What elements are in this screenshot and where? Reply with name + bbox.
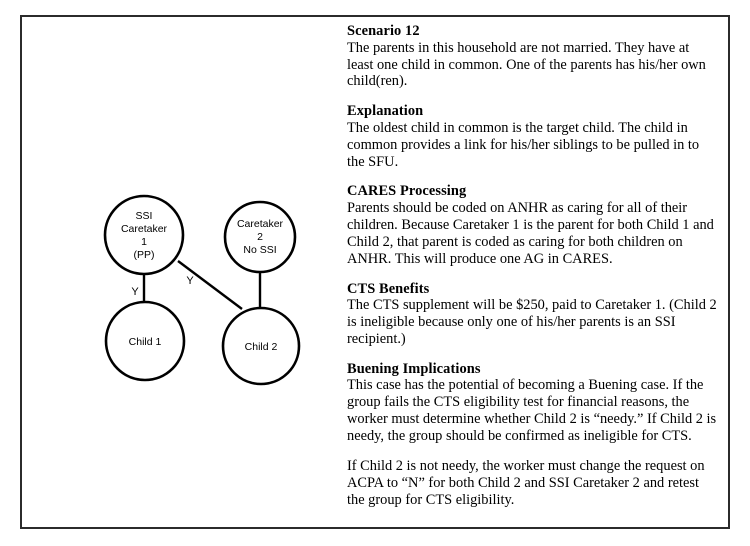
child-1-label: Child 1 <box>129 336 162 348</box>
family-relationship-diagram: SSI Caretaker 1 (PP) Caretaker 2 No SSI <box>62 167 312 402</box>
section-cts-benefits: CTS Benefits The CTS supplement will be … <box>347 281 718 348</box>
cts-benefits-body: The CTS supplement will be $250, paid to… <box>347 297 717 347</box>
ssi-caretaker-1-line-2: Caretaker <box>121 223 168 235</box>
diagram-cell: SSI Caretaker 1 (PP) Caretaker 2 No SSI <box>22 17 340 527</box>
diagram-node-caretaker-2: Caretaker 2 No SSI <box>223 200 297 274</box>
diagram-node-child-2: Child 2 <box>221 306 301 386</box>
buening-implications-heading: Buening Implications <box>347 360 481 377</box>
diagram-edges <box>142 260 262 310</box>
explanation-heading: Explanation <box>347 103 424 120</box>
caretaker-2-circle <box>223 200 297 274</box>
cares-processing-body: Parents should be coded on ANHR as carin… <box>347 200 714 267</box>
ssi-caretaker-1-circle <box>103 194 185 276</box>
cts-benefits-heading: CTS Benefits <box>347 280 430 297</box>
cares-processing-heading: CARES Processing <box>347 183 467 200</box>
scenario-body: The parents in this household are not ma… <box>347 39 706 90</box>
caretaker-2-line-3: No SSI <box>243 244 276 256</box>
child-2-circle <box>221 306 301 386</box>
explanation-body: The oldest child in common is the target… <box>347 119 700 170</box>
ssi-caretaker-1-line-4: (PP) <box>134 249 155 261</box>
ssi-caretaker-1-line-1: SSI <box>136 210 153 222</box>
scenario-heading: Scenario 12 <box>347 23 420 39</box>
section-scenario: Scenario 12 The parents in this househol… <box>347 23 718 90</box>
caretaker-2-line-2: 2 <box>257 231 263 243</box>
scenario-table-border: SSI Caretaker 1 (PP) Caretaker 2 No SSI <box>20 15 730 529</box>
child-2-label: Child 2 <box>245 341 278 353</box>
diagram-node-child-1: Child 1 <box>104 300 186 382</box>
section-cares-processing: CARES Processing Parents should be coded… <box>347 183 718 267</box>
edge-label-caretaker1-child2: Y <box>186 275 194 287</box>
ssi-caretaker-1-line-3: 1 <box>141 236 147 248</box>
caretaker-2-line-1: Caretaker <box>237 218 284 230</box>
diagram-node-ssi-caretaker-1: SSI Caretaker 1 (PP) <box>103 194 185 276</box>
buening-implications-body-2: If Child 2 is not needy, the worker must… <box>347 457 705 508</box>
child-1-circle <box>104 300 186 382</box>
section-explanation: Explanation The oldest child in common i… <box>347 103 718 170</box>
buening-implications-body: This case has the potential of becoming … <box>347 377 717 445</box>
edge-caretaker1-child2 <box>177 260 243 310</box>
section-buening-implications: Buening Implications This case has the p… <box>347 361 718 509</box>
scenario-text-cell: Scenario 12 The parents in this househol… <box>347 17 728 527</box>
edge-label-caretaker1-child1: Y <box>131 286 139 298</box>
